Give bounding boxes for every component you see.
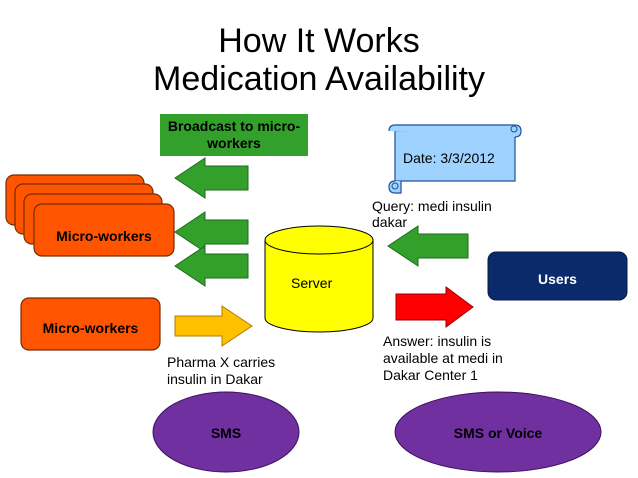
sms-label: SMS	[210, 425, 242, 441]
arrow-left-3	[174, 245, 249, 287]
arrow-server-to-users	[395, 286, 474, 328]
users-box	[487, 251, 628, 301]
sms-voice-label: SMS or Voice	[453, 425, 543, 441]
arrow-left-2	[174, 211, 249, 253]
arrow-users-to-server	[387, 225, 469, 267]
answer-line-1: Answer: insulin is	[383, 333, 492, 349]
title-line-2: Medication Availability	[153, 60, 485, 98]
users-label: Users	[538, 271, 577, 287]
query-line-1: Query: medi insulin	[372, 198, 492, 214]
sms-ellipse	[152, 391, 300, 473]
sms-voice-ellipse	[394, 391, 602, 473]
arrow-left-1	[174, 157, 249, 199]
date-scroll	[388, 124, 522, 194]
server-cylinder	[264, 225, 374, 333]
micro-workers-stack-label: Micro-workers	[56, 228, 152, 244]
broadcast-box	[160, 114, 308, 156]
pharma-line-1: Pharma X carries	[167, 354, 276, 370]
arrow-to-server	[174, 305, 253, 347]
answer-line-3: Dakar Center 1	[383, 367, 478, 383]
query-line-2: dakar	[372, 214, 408, 230]
pharma-line-2: insulin in Dakar	[167, 371, 263, 387]
micro-workers-single-label: Micro-workers	[42, 320, 139, 336]
title-line-1: How It Works	[218, 22, 420, 60]
broadcast-label: Broadcast to micro-workers	[167, 118, 301, 151]
server-label: Server	[291, 275, 333, 291]
answer-line-2: available at medi in	[383, 350, 503, 366]
micro-workers-box	[20, 297, 161, 351]
date-label: Date: 3/3/2012	[403, 150, 495, 166]
micro-workers-stack	[5, 174, 175, 257]
